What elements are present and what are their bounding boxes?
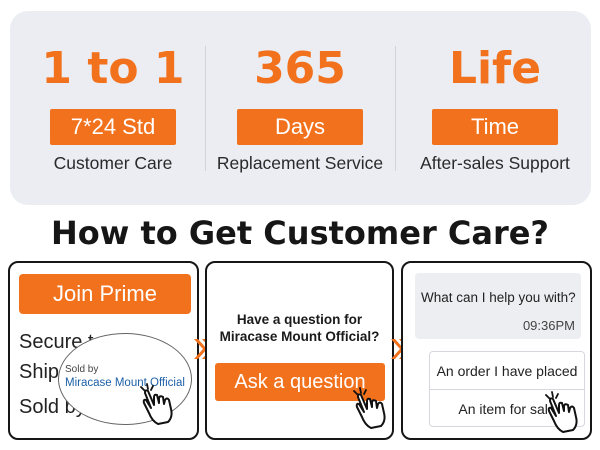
step-card-join-prime: Join Prime Secure t Ship Sold by Sold by… [8,261,199,440]
step-card-chat: What can I help you with? 09:36PM An ord… [401,261,592,440]
question-line: Have a question for [236,312,363,327]
hand-pointer-icon [545,391,578,433]
divider [205,46,206,171]
join-prime-button[interactable]: Join Prime [19,274,191,314]
question-prompt: Have a question for Miracase Mount Offic… [207,311,392,345]
stats-panel: 1 to 1 7*24 Std Customer Care 365 Days R… [10,11,591,205]
stat-after-sales: Life Time After-sales Support [400,11,590,205]
question-line: Miracase Mount Official? [219,329,380,344]
stat-pill: Days [237,109,363,145]
stat-pill: 7*24 Std [50,109,176,145]
ask-question-button[interactable]: Ask a question [215,363,385,401]
stat-label: Customer Care [53,153,173,173]
stat-value: 365 [254,43,346,94]
chat-message: What can I help you with? [421,290,576,305]
stat-pill: Time [432,109,558,145]
stat-customer-care: 1 to 1 7*24 Std Customer Care [18,11,208,205]
hand-pointer-icon [140,383,173,425]
stat-replacement: 365 Days Replacement Service [207,11,393,205]
option-item-for-sale[interactable]: An item for sale [430,389,584,427]
step-card-ask-question: Have a question for Miracase Mount Offic… [205,261,394,440]
sold-by-label: Sold by [65,364,99,375]
chat-message-bubble: What can I help you with? 09:36PM [415,273,581,339]
stat-label: Replacement Service [216,153,384,173]
stat-value: Life [448,43,542,94]
seller-link[interactable]: Miracase Mount Official [65,377,185,389]
stat-value: 1 to 1 [41,43,185,94]
hand-pointer-icon [353,387,386,429]
stat-label: After-sales Support [420,153,570,173]
chat-timestamp: 09:36PM [522,318,575,333]
option-order-placed[interactable]: An order I have placed [436,363,578,379]
ships-text: Ship [19,361,60,383]
divider [395,46,396,171]
section-heading: How to Get Customer Care? [51,214,549,252]
